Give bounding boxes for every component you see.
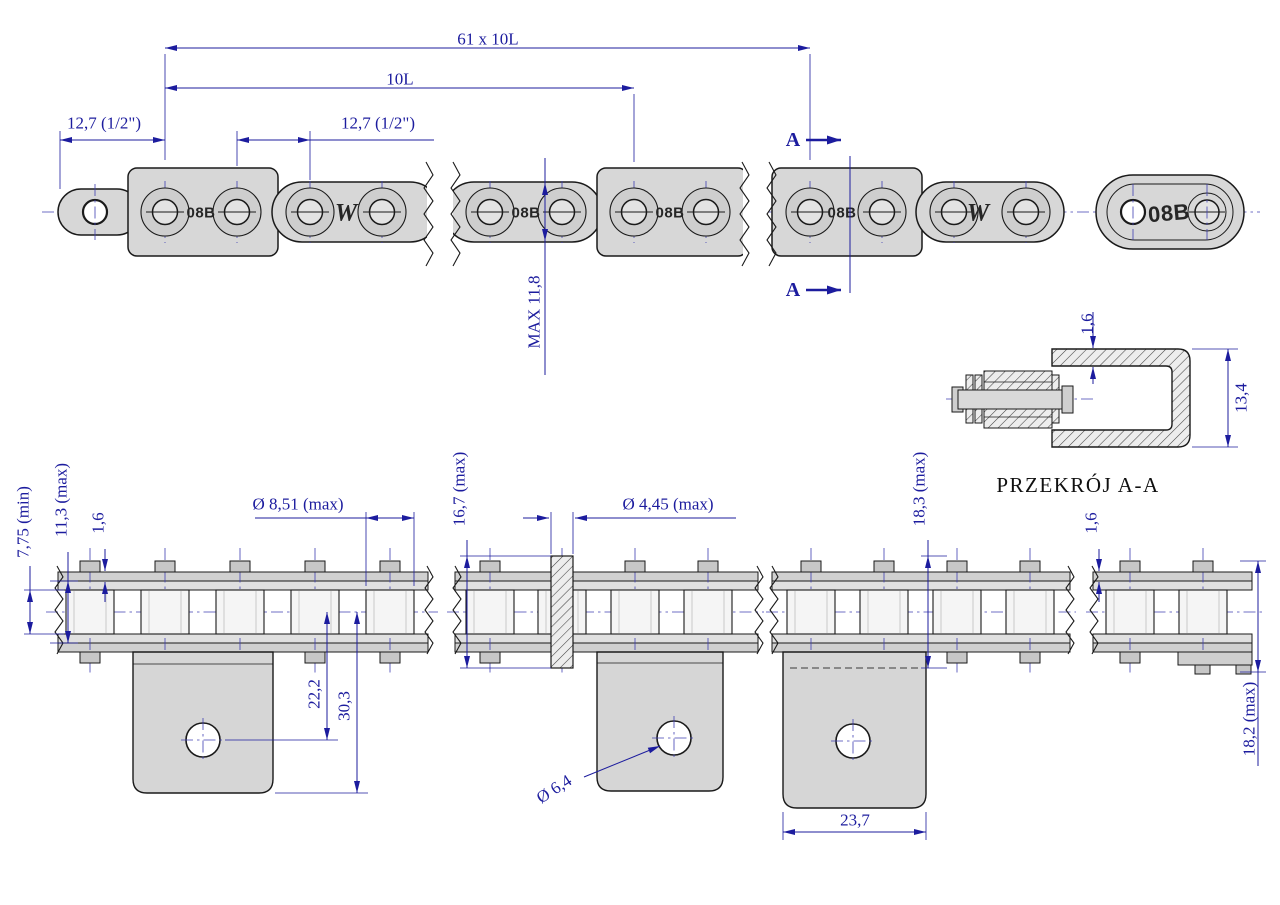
dim-plate-overall: 11,3 (max) xyxy=(50,463,78,644)
connecting-pin-end xyxy=(1235,664,1252,675)
dim-bent-inner-label: 13,4 xyxy=(1232,383,1251,413)
roller xyxy=(1005,547,1055,677)
dim-attach-pin-length: 18,3 (max) xyxy=(910,452,947,669)
dim-total-length-label: 61 x 10L xyxy=(457,30,518,49)
roller xyxy=(465,547,515,677)
brand-mark: W xyxy=(967,200,991,227)
outer-plate-edge xyxy=(1092,571,1253,582)
dim-conn-pin-length: 18,2 (max) xyxy=(1240,560,1266,766)
inner-plate-edge xyxy=(57,580,429,591)
roller xyxy=(932,547,982,677)
dim-plate-thickness-left: 1,6 xyxy=(89,512,108,602)
dim-ten-links: 10L xyxy=(165,70,635,162)
dim-pin-length-label: 16,7 (max) xyxy=(450,452,469,527)
inner-plate-edge xyxy=(1092,633,1253,644)
inner-plate-edge xyxy=(57,633,429,644)
dim-attach-width-label: 23,7 xyxy=(840,811,870,830)
connecting-link-plate: 08B xyxy=(1095,174,1245,250)
bent-attachment-plate-section xyxy=(1051,348,1191,448)
dim-hole-offset: 22,2 xyxy=(225,612,338,741)
dim-hole-offset-label: 22,2 xyxy=(305,679,324,709)
pin-section-bar xyxy=(550,555,574,669)
dim-pin-length: 16,7 (max) xyxy=(450,452,551,669)
roller xyxy=(290,547,340,677)
dim-bent-thickness-label: 1,6 xyxy=(1078,313,1097,334)
outer-plate-edge xyxy=(454,642,759,653)
inner-plate-edge xyxy=(1092,580,1253,591)
dim-plate-thickness-right: 1,6 xyxy=(1082,512,1102,602)
chain-plan-view-3: 18,3 (max) 23,7 xyxy=(766,452,1076,840)
dim-attach-width: 23,7 xyxy=(782,811,927,840)
plate-stamp-large: 08B xyxy=(1147,199,1191,228)
dim-pin-dia: Ø 4,45 (max) xyxy=(523,495,736,554)
roller xyxy=(365,547,415,677)
outer-plate-edge xyxy=(771,642,1071,653)
cross-section-a-a: 1,6 13,4 PRZEKRÓJ A-A xyxy=(946,312,1251,497)
outer-plate-edge xyxy=(57,642,429,653)
inner-plate-edge xyxy=(771,580,1071,591)
inner-plate-edge xyxy=(771,633,1071,644)
brand-mark: W xyxy=(335,200,359,227)
section-title: PRZEKRÓJ A-A xyxy=(996,473,1159,497)
plate-stamp: 08B xyxy=(827,205,856,222)
dim-roller-dia: Ø 8,51 (max) xyxy=(252,495,415,586)
roller xyxy=(1105,547,1155,677)
outer-plate-edge xyxy=(57,571,429,582)
dim-total-length: 61 x 10L xyxy=(164,30,811,160)
inner-plate-edge xyxy=(454,580,759,591)
chain-plan-view-1: 7,75 (min) 11,3 (max) 1,6 Ø 8,51 (max) 2… xyxy=(14,463,438,794)
connecting-pin-end xyxy=(1194,664,1211,675)
dim-plate-height: MAX 11,8 xyxy=(525,158,548,375)
dim-ten-links-label: 10L xyxy=(386,70,413,89)
dim-hole-dia-label: Ø 6,4 xyxy=(533,770,575,807)
bent-attachment-lug xyxy=(596,651,724,792)
dim-pin-dia-label: Ø 4,45 (max) xyxy=(622,495,713,514)
dim-attach-depth: 30,3 xyxy=(275,612,368,794)
dim-bent-inner: 13,4 xyxy=(1192,348,1251,448)
outer-plate-edge xyxy=(454,571,759,582)
dim-inner-width: 7,75 (min) xyxy=(14,486,64,635)
dim-pitch-mid-label: 12,7 (1/2") xyxy=(341,114,415,133)
dim-attach-depth-label: 30,3 xyxy=(335,691,354,721)
dim-pitch-left-label: 12,7 (1/2") xyxy=(67,114,141,133)
dim-pitch-mid: 12,7 (1/2") xyxy=(236,114,434,180)
plate-stamps: 08B 08B 08B 08B W W xyxy=(186,200,990,227)
section-label-top: A xyxy=(786,129,801,151)
plate-stamp: 08B xyxy=(186,205,215,222)
dim-inner-width-label: 7,75 (min) xyxy=(14,486,33,558)
pin-section xyxy=(957,389,1071,410)
section-cut-marks: A A xyxy=(786,129,851,301)
dim-plate-height-label: MAX 11,8 xyxy=(525,275,544,348)
connecting-plate-boss xyxy=(1106,183,1234,241)
plate-stamp: 08B xyxy=(511,205,540,222)
dim-conn-pin-length-label: 18,2 (max) xyxy=(1240,682,1259,757)
section-label-bottom: A xyxy=(786,279,801,301)
connecting-plate-edge xyxy=(1177,651,1253,666)
chain-plan-view-2: 16,7 (max) Ø 4,45 (max) Ø 6,4 xyxy=(447,452,764,807)
dim-plate-thickness-right-label: 1,6 xyxy=(1082,512,1101,533)
dim-bent-thickness: 1,6 xyxy=(1078,312,1097,384)
dim-plate-overall-label: 11,3 (max) xyxy=(52,463,71,537)
dim-attach-pin-length-label: 18,3 (max) xyxy=(910,452,929,527)
outer-plate-edge xyxy=(1092,642,1253,653)
dim-pitch-left: 12,7 (1/2") xyxy=(59,114,165,189)
plate-stamp: 08B xyxy=(655,205,684,222)
chain-side-view: 08B 08B 08B 08B 08B W W 61 x 10L 10L 12,… xyxy=(42,30,1260,375)
pin-head-right xyxy=(1061,385,1074,414)
break-lines xyxy=(423,160,777,267)
roller xyxy=(65,547,115,677)
outer-plate-edge xyxy=(771,571,1071,582)
dim-plate-thickness-left-label: 1,6 xyxy=(89,512,108,533)
chain-plan-view-4: 1,6 18,2 (max) xyxy=(1082,512,1266,766)
inner-plate-edge xyxy=(454,633,759,644)
dim-roller-dia-label: Ø 8,51 (max) xyxy=(252,495,343,514)
